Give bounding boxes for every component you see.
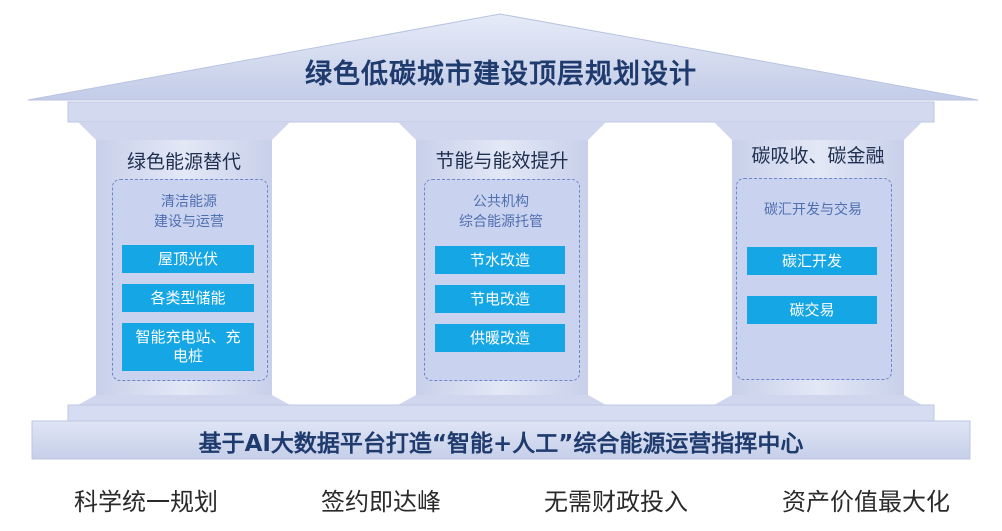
item-charging-station[interactable]: 智能充电站、充电桩 (122, 323, 254, 371)
footer-benefit-no-fiscal: 无需财政投入 (544, 488, 688, 516)
item-heating-retrofit[interactable]: 供暖改造 (435, 324, 565, 352)
base-platform (31, 420, 971, 460)
panel-head-line: 建设与运营 (154, 214, 224, 230)
panel-carbon-finance (736, 178, 892, 380)
item-carbon-trading[interactable]: 碳交易 (747, 296, 877, 324)
item-power-saving[interactable]: 节电改造 (435, 285, 565, 313)
pillar-capital-3 (714, 122, 922, 140)
footer-benefit-peak: 签约即达峰 (321, 488, 441, 516)
panel-head-line: 公共机构 (473, 194, 529, 210)
pillar-foot-1 (78, 395, 290, 405)
panel-head-line: 综合能源托管 (459, 214, 543, 230)
pillar-title-carbon-finance: 碳吸收、碳金融 (751, 145, 885, 167)
footer-benefit-asset-value: 资产价值最大化 (782, 488, 950, 516)
item-carbon-sink-dev[interactable]: 碳汇开发 (747, 247, 877, 275)
base-step (67, 404, 935, 422)
item-water-saving[interactable]: 节水改造 (435, 246, 565, 274)
pillar-title-energy-efficiency: 节能与能效提升 (435, 150, 569, 172)
roof-beam (67, 101, 935, 123)
pillar-title-green-energy: 绿色能源替代 (126, 151, 241, 173)
panel-head-green-energy: 清洁能源 建设与运营 (112, 192, 266, 232)
panel-head-line: 清洁能源 (161, 194, 217, 210)
footer-benefit-unified-planning: 科学统一规划 (74, 488, 218, 516)
base-title: 基于AI大数据平台打造“智能+人工”综合能源运营指挥中心 (198, 431, 804, 457)
panel-head-energy-efficiency: 公共机构 综合能源托管 (424, 192, 578, 232)
pillar-capital-2 (398, 122, 606, 140)
roof-title: 绿色低碳城市建设顶层规划设计 (305, 59, 697, 90)
panel-head-carbon-finance: 碳汇开发与交易 (736, 200, 890, 220)
item-energy-storage[interactable]: 各类型储能 (122, 284, 254, 312)
panel-head-line: 碳汇开发与交易 (764, 202, 862, 218)
pillar-capital-1 (78, 122, 290, 140)
roof (27, 13, 979, 101)
pillar-foot-3 (714, 395, 922, 405)
pillar-foot-2 (398, 395, 606, 405)
item-rooftop-pv[interactable]: 屋顶光伏 (122, 245, 254, 273)
